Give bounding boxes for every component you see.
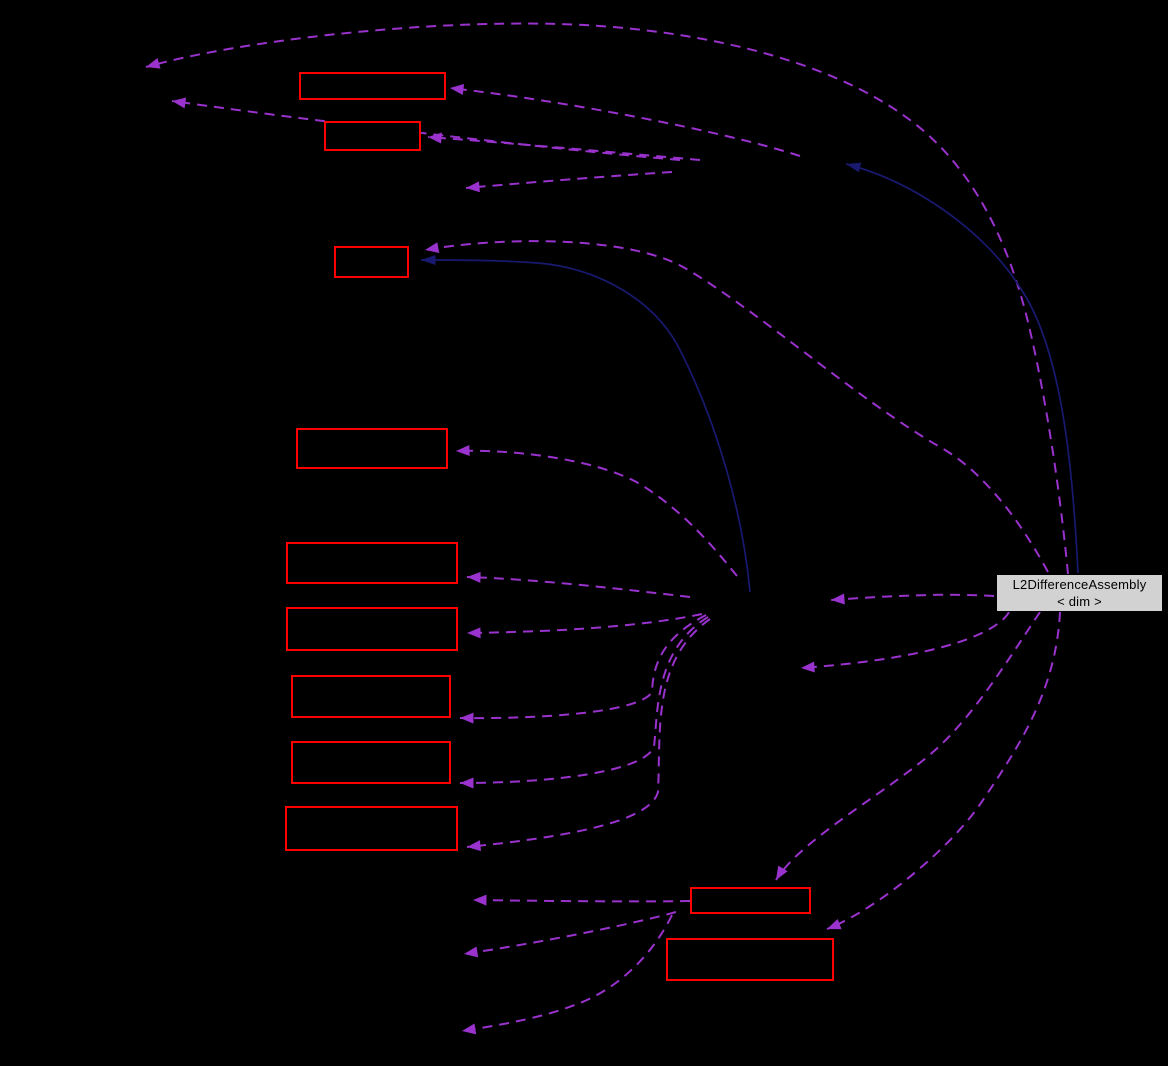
node-box-11[interactable] (666, 938, 834, 981)
node-box-5[interactable] (286, 542, 458, 584)
edge-18 (463, 911, 677, 958)
edge-21 (420, 255, 751, 593)
current-class-node[interactable]: L2DifferenceAssembly < dim > (996, 574, 1163, 612)
edge-19 (461, 914, 673, 1035)
edge-6 (424, 240, 1049, 573)
edge-9 (466, 613, 703, 639)
node-box-2[interactable] (324, 121, 421, 151)
node-box-8[interactable] (291, 741, 451, 784)
edge-13 (830, 593, 995, 605)
edge-20 (845, 162, 1079, 574)
nodes-layer (285, 72, 834, 981)
current-class-name: L2DifferenceAssembly (1012, 577, 1147, 592)
node-box-1[interactable] (299, 72, 446, 100)
node-box-4[interactable] (296, 428, 448, 469)
edge-17 (472, 894, 691, 906)
edge-14 (800, 611, 1010, 673)
node-box-10[interactable] (690, 887, 811, 914)
edge-12 (466, 618, 711, 852)
edges-layer (145, 22, 1079, 1035)
edge-1 (145, 22, 1069, 575)
edge-11 (459, 616, 709, 789)
edge-4 (427, 132, 701, 161)
edge-8 (466, 571, 691, 598)
node-box-7[interactable] (291, 675, 451, 718)
current-class-template-param: < dim > (1057, 594, 1102, 609)
edge-10 (459, 614, 707, 724)
edge-16 (826, 611, 1061, 930)
node-box-9[interactable] (285, 806, 458, 851)
edge-5 (465, 171, 673, 193)
edge-15 (775, 611, 1041, 881)
node-box-3[interactable] (334, 246, 409, 278)
edge-2 (171, 97, 681, 161)
edge-7 (455, 444, 738, 577)
edge-3 (449, 84, 801, 157)
node-box-6[interactable] (286, 607, 458, 651)
